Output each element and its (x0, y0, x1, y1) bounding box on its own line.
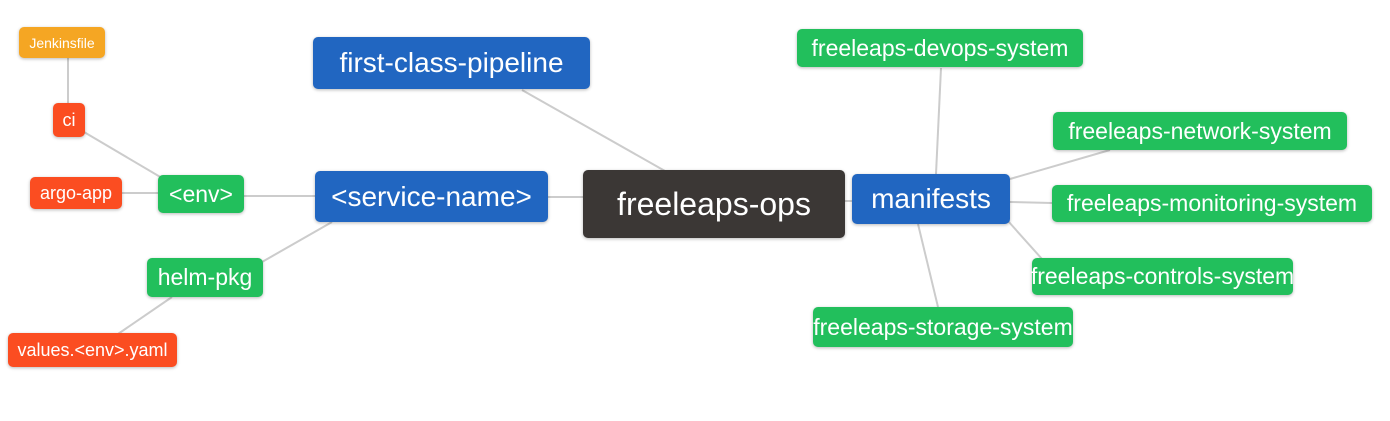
edge-manifests-to-network-system (1009, 149, 1111, 180)
node-freeleaps-ops-root[interactable]: freeleaps-ops (583, 170, 845, 238)
edge-manifests-to-controls-system (1007, 220, 1043, 260)
node-env[interactable]: <env> (158, 175, 244, 213)
node-helm-pkg[interactable]: helm-pkg (147, 258, 263, 297)
node-freeleaps-network-system[interactable]: freeleaps-network-system (1053, 112, 1347, 150)
edge-helm-pkg-to-service-name (261, 221, 333, 263)
node-freeleaps-devops-system[interactable]: freeleaps-devops-system (797, 29, 1083, 67)
node-values-env-yaml[interactable]: values.<env>.yaml (8, 333, 177, 367)
edge-pipeline-to-freeleaps-ops (521, 89, 666, 172)
node-ci[interactable]: ci (53, 103, 85, 137)
node-freeleaps-monitoring-system[interactable]: freeleaps-monitoring-system (1052, 185, 1372, 222)
node-first-class-pipeline[interactable]: first-class-pipeline (313, 37, 590, 89)
edge-manifests-to-devops-system (935, 67, 942, 175)
node-freeleaps-controls-system[interactable]: freeleaps-controls-system (1031, 258, 1294, 295)
edge-values-to-helm-pkg (117, 296, 173, 335)
node-manifests[interactable]: manifests (852, 174, 1010, 224)
node-argo-app[interactable]: argo-app (30, 177, 122, 209)
node-jenkinsfile[interactable]: Jenkinsfile (19, 27, 105, 58)
edge-ci-to-env (83, 131, 163, 179)
node-freeleaps-storage-system[interactable]: freeleaps-storage-system (813, 307, 1073, 347)
edge-manifests-to-storage-system (917, 223, 939, 308)
node-service-name[interactable]: <service-name> (315, 171, 548, 222)
edge-manifests-to-monitoring-system (1009, 201, 1053, 204)
